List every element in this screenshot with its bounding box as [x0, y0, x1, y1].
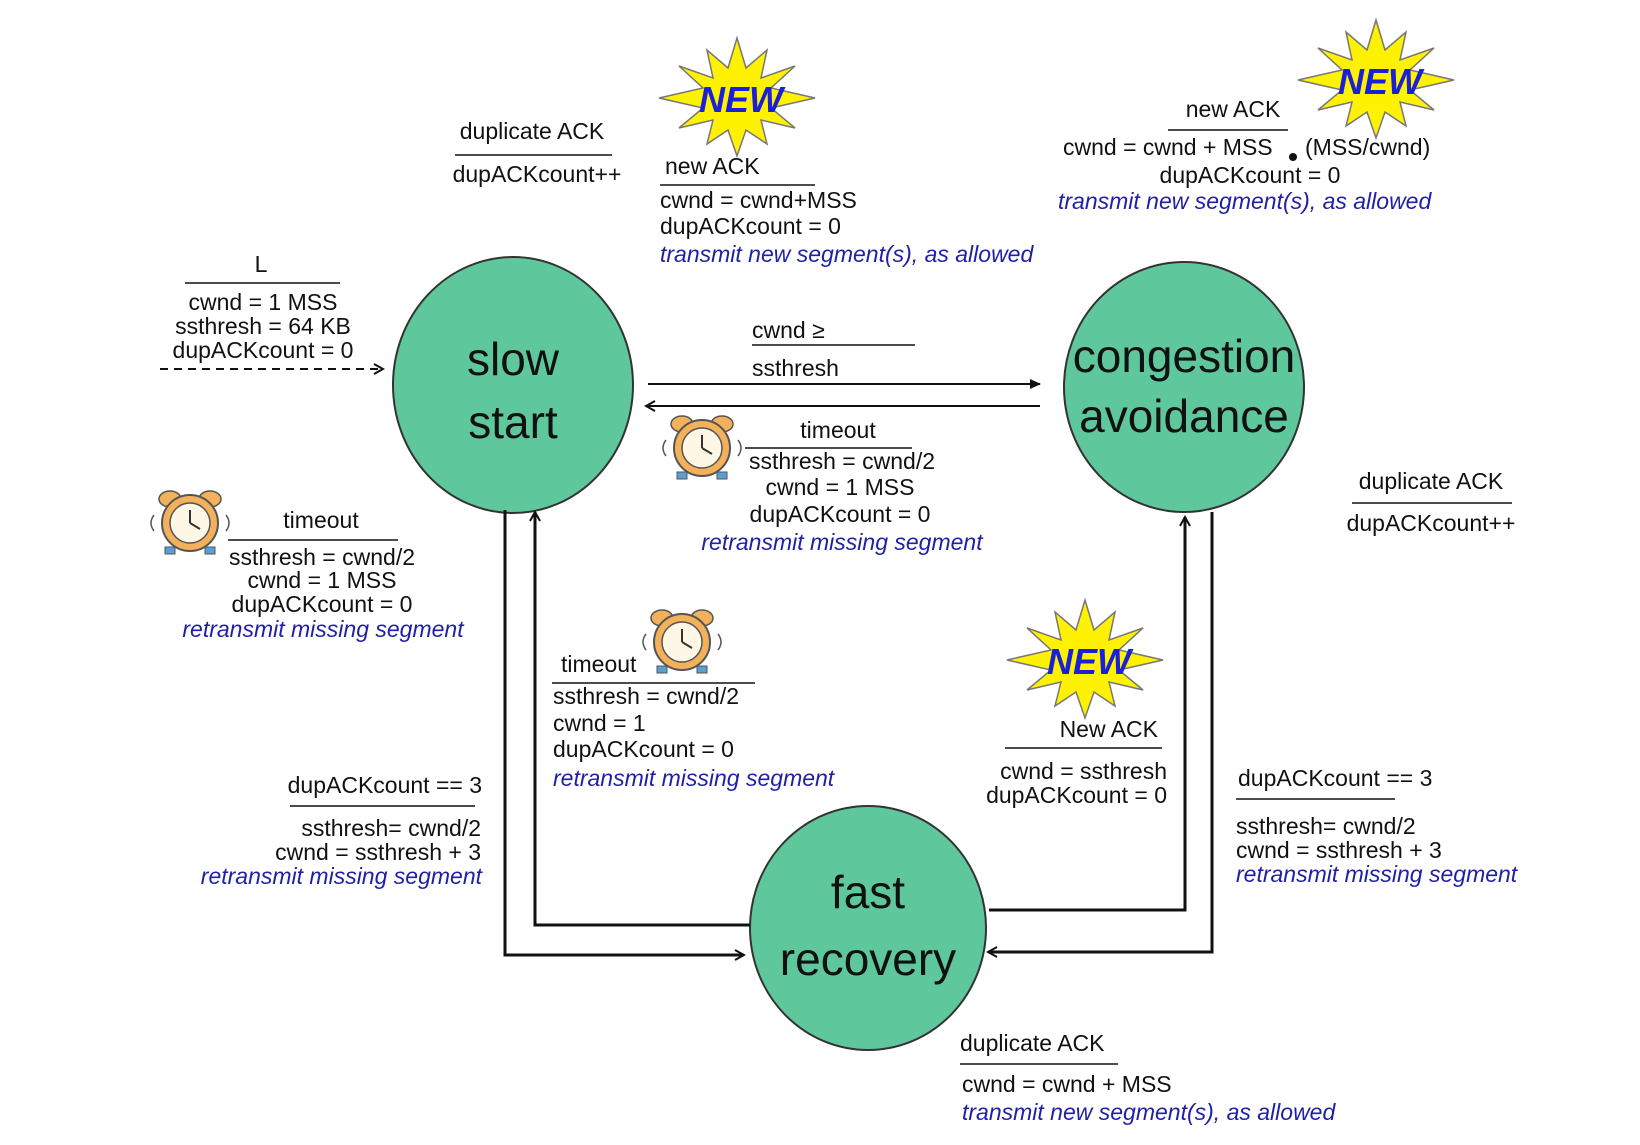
action-italic: retransmit missing segment [1236, 861, 1519, 887]
action-line: dupACKcount = 0 [553, 736, 734, 762]
new-ack-burst-icon: NEW [658, 37, 816, 157]
action-italic: retransmit missing segment [701, 529, 984, 555]
state-fast-recovery: fast recovery [749, 805, 987, 1051]
action-line: cwnd = cwnd + MSS [1063, 134, 1273, 160]
label-ca-dup-ack: duplicate ACK dupACKcount++ [1347, 468, 1516, 536]
state-label: avoidance [1079, 390, 1289, 442]
action-line: cwnd = cwnd+MSS [660, 187, 857, 213]
alarm-clock-icon [662, 415, 742, 480]
action-line: ssthresh= cwnd/2 [301, 815, 481, 841]
action-line: ssthresh = cwnd/2 [229, 544, 415, 570]
svg-text:NEW: NEW [1047, 641, 1134, 682]
state-label: start [468, 396, 558, 448]
action-line: dupACKcount = 0 [986, 782, 1167, 808]
label-fr-dup-ack: duplicate ACK cwnd = cwnd + MSS transmit… [960, 1030, 1336, 1125]
event-text: timeout [561, 651, 637, 677]
action-italic: retransmit missing segment [201, 863, 484, 889]
label-ca-to-fr: dupACKcount == 3 ssthresh= cwnd/2 cwnd =… [1236, 765, 1519, 887]
event-text: cwnd ≥ [752, 317, 825, 343]
action-line: cwnd = 1 MSS [248, 567, 397, 593]
action-line: ssthresh = cwnd/2 [749, 448, 935, 474]
action-line: (MSS/cwnd) [1305, 134, 1430, 160]
action-line: dupACKcount = 0 [232, 591, 413, 617]
label-fr-timeout: timeout ssthresh = cwnd/2 cwnd = 1 dupAC… [552, 651, 836, 791]
label-ss-to-fr: dupACKcount == 3 ssthresh= cwnd/2 cwnd =… [201, 772, 484, 889]
event-text: duplicate ACK [460, 118, 605, 144]
alarm-clock-icon [150, 490, 230, 555]
label-ss-new-ack: new ACK cwnd = cwnd+MSS dupACKcount = 0 … [660, 153, 1034, 267]
event-text: duplicate ACK [1359, 468, 1504, 494]
event-text: new ACK [1186, 96, 1281, 122]
action-italic: retransmit missing segment [553, 765, 836, 791]
state-label: recovery [780, 933, 956, 985]
action-line: cwnd = 1 MSS [766, 474, 915, 500]
new-ack-burst-icon: NEW [1297, 19, 1455, 139]
label-fr-new-ack: New ACK cwnd = ssthresh dupACKcount = 0 [986, 716, 1167, 808]
ss-to-fr-arrow [503, 510, 744, 955]
action-line: ssthresh = 64 KB [175, 313, 351, 339]
event-text: New ACK [1060, 716, 1159, 742]
fr-timeout-arrow [535, 512, 750, 927]
action-italic: transmit new segment(s), as allowed [660, 241, 1034, 267]
action-line: dupACKcount = 0 [660, 213, 841, 239]
action-italic: transmit new segment(s), as allowed [962, 1099, 1336, 1125]
event-text: new ACK [665, 153, 760, 179]
state-slow-start: slow start [392, 256, 634, 514]
state-label: congestion [1073, 330, 1296, 382]
fr-new-ack-arrow [989, 517, 1185, 912]
action-line: cwnd = cwnd + MSS [962, 1071, 1172, 1097]
label-ss-to-ca: cwnd ≥ ssthresh [752, 317, 915, 381]
event-text: timeout [800, 417, 876, 443]
action-line: cwnd = ssthresh + 3 [275, 839, 481, 865]
state-label: slow [467, 333, 560, 385]
action-line: ssthresh [752, 355, 839, 381]
label-ss-timeout: timeout ssthresh = cwnd/2 cwnd = 1 MSS d… [182, 507, 465, 642]
action-line: ssthresh= cwnd/2 [1236, 813, 1416, 839]
label-ca-new-ack: new ACK cwnd = cwnd + MSS (MSS/cwnd) dup… [1058, 96, 1432, 214]
event-text: dupACKcount == 3 [288, 772, 482, 798]
event-text: timeout [283, 507, 359, 533]
svg-text:NEW: NEW [699, 79, 786, 120]
event-text: dupACKcount == 3 [1238, 765, 1432, 791]
event-text: L [255, 251, 268, 277]
label-init: L cwnd = 1 MSS ssthresh = 64 KB dupACKco… [173, 251, 354, 363]
action-line: dupACKcount = 0 [173, 337, 354, 363]
svg-text:NEW: NEW [1338, 61, 1425, 102]
ca-to-fr-arrow [988, 512, 1214, 952]
action-line: cwnd = ssthresh + 3 [1236, 837, 1442, 863]
action-line: dupACKcount = 0 [1160, 162, 1341, 188]
label-ss-dup-ack: duplicate ACK dupACKcount++ [453, 118, 622, 187]
new-ack-burst-icon: NEW [1006, 599, 1164, 719]
action-line: cwnd = 1 MSS [189, 289, 338, 315]
state-congestion-avoidance: congestion avoidance [1063, 261, 1305, 513]
action-line: cwnd = ssthresh [1000, 758, 1167, 784]
action-italic: transmit new segment(s), as allowed [1058, 188, 1432, 214]
action-line: dupACKcount = 0 [750, 501, 931, 527]
state-label: fast [831, 866, 905, 918]
alarm-clock-icon [642, 609, 722, 674]
action-italic: retransmit missing segment [182, 616, 465, 642]
action-line: ssthresh = cwnd/2 [553, 683, 739, 709]
action-line: dupACKcount++ [1347, 510, 1516, 536]
event-text: duplicate ACK [960, 1030, 1105, 1056]
action-line: cwnd = 1 [553, 710, 646, 736]
label-ca-timeout: timeout ssthresh = cwnd/2 cwnd = 1 MSS d… [701, 417, 984, 555]
action-line: dupACKcount++ [453, 161, 622, 187]
